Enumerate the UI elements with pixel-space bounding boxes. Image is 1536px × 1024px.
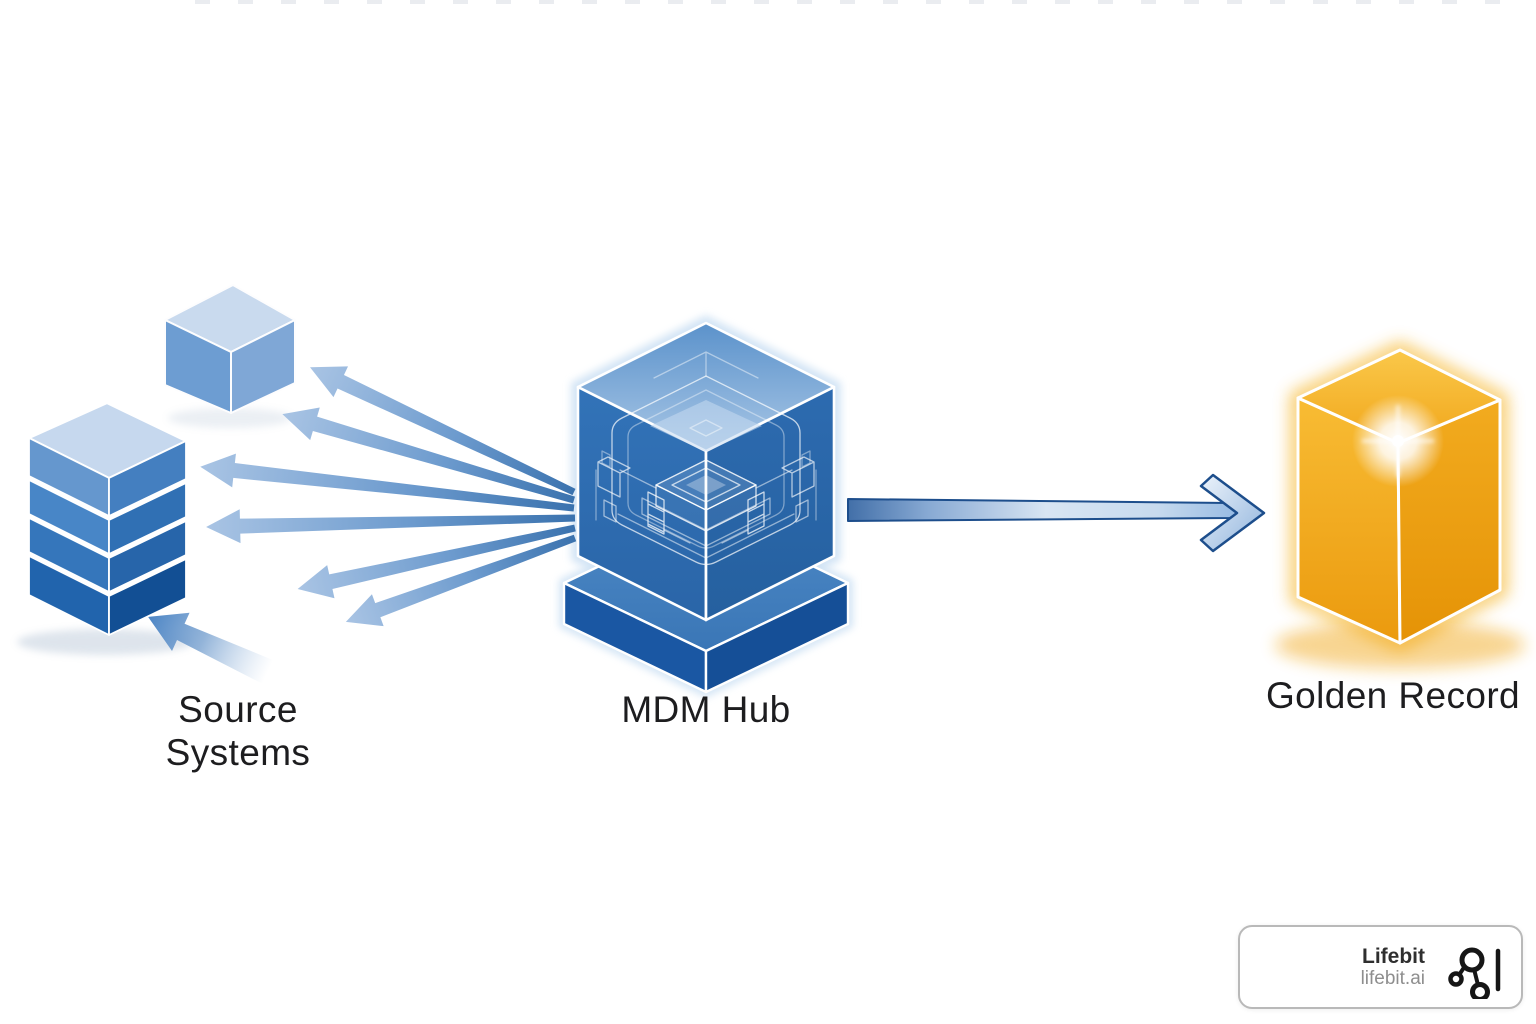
fading-arrow-to-stack [148,612,274,684]
data-flow-arrow [297,524,576,599]
data-flow-arrow [282,407,575,504]
golden-record-cube-icon [1296,348,1502,645]
brand-name: Lifebit [1362,944,1425,968]
sparkle-icon [1352,395,1444,487]
data-flow-arrow [345,534,577,627]
top-face-sheen [650,400,762,452]
source-systems-stack-icon [27,401,188,636]
brand-site: lifebit.ai [1360,968,1425,990]
mdm-hub-label: MDM Hub [621,689,791,730]
data-flow-arrow [200,453,575,512]
hub-to-golden-record-arrow [847,473,1266,553]
data-flow-arrow [206,509,576,544]
lifebit-brand-badge: Lifebit lifebit.ai [1238,925,1523,1009]
hub-to-sources-arrows [148,366,577,684]
source-label-line1: Source [178,689,298,730]
source-label-line2: Systems [165,732,311,774]
golden-record-label: Golden Record [1265,675,1521,716]
data-flow-arrow [310,366,576,496]
cropped-edge-artifact [195,0,1525,4]
lifebit-network-logo-icon [1448,947,1501,999]
chevron-arrowhead-icon [1199,473,1266,553]
mdm-hub-cube-icon [576,321,836,622]
source-system-cube-icon [164,284,296,414]
